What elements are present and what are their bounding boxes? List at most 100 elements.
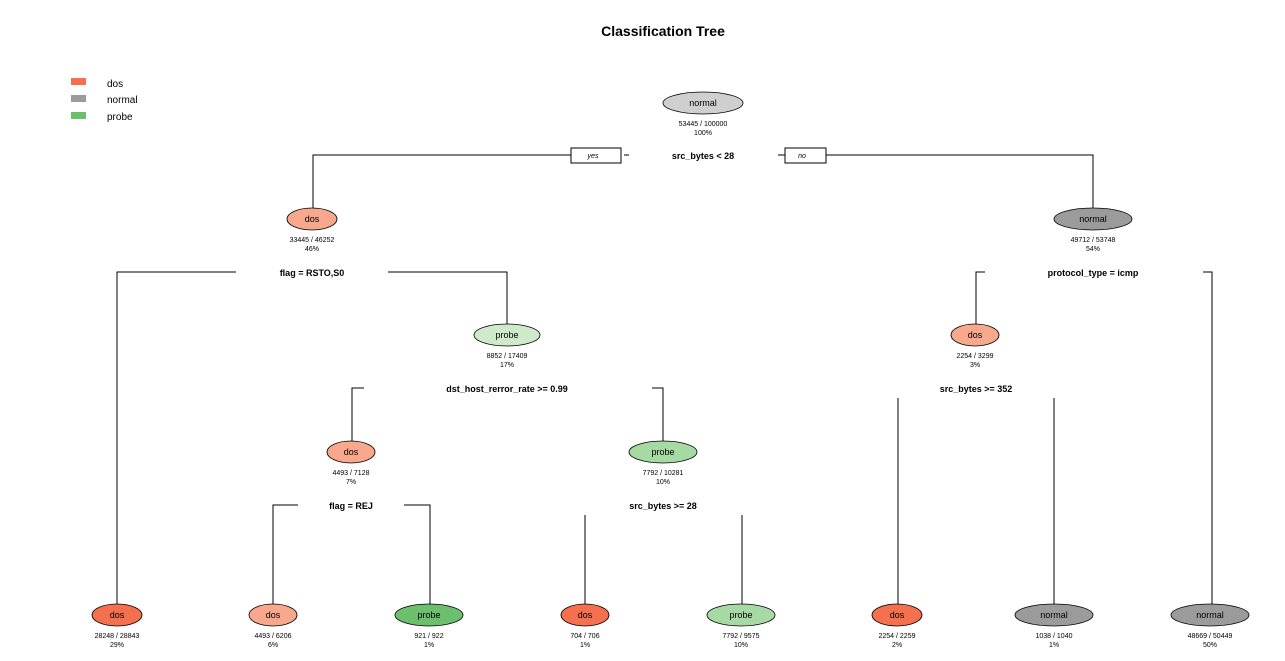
node-percent-L3: 1%: [424, 642, 434, 649]
tree-node-n3: normal 49712 / 53748 54%: [1053, 207, 1133, 253]
node-class-label-L1: dos: [110, 610, 125, 620]
node-counts-L2: 4493 / 6206: [255, 633, 292, 640]
node-ellipse-n3: [1053, 207, 1133, 231]
node-counts-n10: 4493 / 7128: [333, 470, 370, 477]
split-n6: src_bytes >= 352: [940, 384, 1013, 394]
legend-label-normal: normal: [107, 95, 138, 106]
node-counts-n2: 33445 / 46252: [290, 237, 335, 244]
legend-swatch-probe: [71, 112, 86, 119]
node-counts-n6: 2254 / 3299: [957, 353, 994, 360]
edge-n3-left: [975, 271, 985, 326]
tree-node-L7: normal 1038 / 1040 1%: [1014, 603, 1094, 649]
node-ellipse-L7: [1014, 603, 1094, 627]
branch-yes-box: yes: [570, 147, 622, 164]
tree-node-L3: probe 921 / 922 1%: [394, 603, 464, 649]
node-class-label-n10: dos: [344, 447, 359, 457]
edge-n2-right: [388, 271, 508, 326]
node-ellipse-L2: [248, 603, 298, 627]
tree-node-n10: dos 4493 / 7128 7%: [326, 440, 376, 486]
node-percent-n6: 3%: [970, 362, 980, 369]
legend: dos normal probe: [71, 78, 138, 123]
chart-title: Classification Tree: [601, 23, 725, 39]
node-class-label-L2: dos: [266, 610, 281, 620]
split-n5: dst_host_rerror_rate >= 0.99: [446, 384, 568, 394]
node-percent-n5: 17%: [500, 362, 514, 369]
branch-no-box: no: [784, 147, 827, 164]
tree-node-L4: dos 704 / 706 1%: [560, 603, 610, 649]
node-ellipse-L1: [91, 603, 143, 627]
edge-n2-left: [116, 271, 236, 606]
edge-n5-left: [351, 387, 364, 443]
legend-swatch-normal: [71, 95, 86, 102]
tree-nodes: normal 53445 / 100000 100% dos 33445 / 46252…: [91, 91, 1250, 649]
node-ellipse-n11: [628, 440, 698, 464]
node-counts-root: 53445 / 100000: [679, 121, 728, 128]
edge-n10-left: [272, 504, 298, 606]
node-percent-n10: 7%: [346, 479, 356, 486]
node-class-label-n11: probe: [651, 447, 674, 457]
node-counts-n5: 8852 / 17409: [487, 353, 528, 360]
edge-n5-right: [652, 387, 664, 443]
edge-n10-right: [404, 504, 431, 606]
node-percent-n11: 10%: [656, 479, 670, 486]
node-counts-L6: 2254 / 2259: [879, 633, 916, 640]
node-ellipse-root: [662, 91, 744, 115]
node-class-label-L6: dos: [890, 610, 905, 620]
node-ellipse-L8: [1170, 603, 1250, 627]
split-n2: flag = RSTO,S0: [280, 268, 345, 278]
node-percent-L8: 50%: [1203, 642, 1217, 649]
split-n3: protocol_type = icmp: [1048, 268, 1139, 278]
legend-label-probe: probe: [107, 112, 133, 123]
node-counts-L7: 1038 / 1040: [1036, 633, 1073, 640]
node-class-label-L4: dos: [578, 610, 593, 620]
node-percent-L2: 6%: [268, 642, 278, 649]
node-percent-L4: 1%: [580, 642, 590, 649]
legend-label-dos: dos: [107, 79, 123, 90]
node-ellipse-L4: [560, 603, 610, 627]
node-ellipse-n6: [950, 323, 1000, 347]
node-class-label-n5: probe: [495, 330, 518, 340]
node-ellipse-L3: [394, 603, 464, 627]
node-percent-root: 100%: [694, 130, 712, 137]
node-class-label-n2: dos: [305, 214, 320, 224]
tree-node-n11: probe 7792 / 10281 10%: [628, 440, 698, 486]
node-percent-L1: 29%: [110, 642, 124, 649]
split-n10: flag = REJ: [329, 501, 373, 511]
tree-node-L2: dos 4493 / 6206 6%: [248, 603, 298, 649]
node-percent-L7: 1%: [1049, 642, 1059, 649]
node-percent-L6: 2%: [892, 642, 902, 649]
edge-n3-right: [1203, 271, 1213, 606]
node-class-label-n3: normal: [1079, 214, 1107, 224]
tree-edges: [116, 154, 1213, 606]
node-percent-n3: 54%: [1086, 246, 1100, 253]
node-class-label-L3: probe: [417, 610, 440, 620]
node-ellipse-n10: [326, 440, 376, 464]
branch-yes-frame: [570, 147, 622, 164]
node-class-label-L8: normal: [1196, 610, 1224, 620]
branch-no-label: no: [798, 153, 806, 160]
edge-root-right: [826, 154, 1094, 210]
node-counts-n11: 7792 / 10281: [643, 470, 684, 477]
node-counts-L4: 704 / 706: [570, 633, 599, 640]
branch-no-frame: [784, 147, 827, 164]
split-root: src_bytes < 28: [672, 151, 734, 161]
node-counts-n3: 49712 / 53748: [1071, 237, 1116, 244]
tree-node-L6: dos 2254 / 2259 2%: [871, 603, 923, 649]
tree-node-n5: probe 8852 / 17409 17%: [473, 323, 541, 369]
node-counts-L5: 7792 / 9575: [723, 633, 760, 640]
legend-swatch-dos: [71, 78, 86, 85]
node-class-label-root: normal: [689, 98, 717, 108]
node-percent-L5: 10%: [734, 642, 748, 649]
edge-root-left: [312, 154, 621, 210]
node-ellipse-L5: [706, 603, 776, 627]
node-ellipse-n5: [473, 323, 541, 347]
node-class-label-L7: normal: [1040, 610, 1068, 620]
node-counts-L3: 921 / 922: [414, 633, 443, 640]
node-class-label-n6: dos: [968, 330, 983, 340]
node-ellipse-n2: [286, 207, 338, 231]
